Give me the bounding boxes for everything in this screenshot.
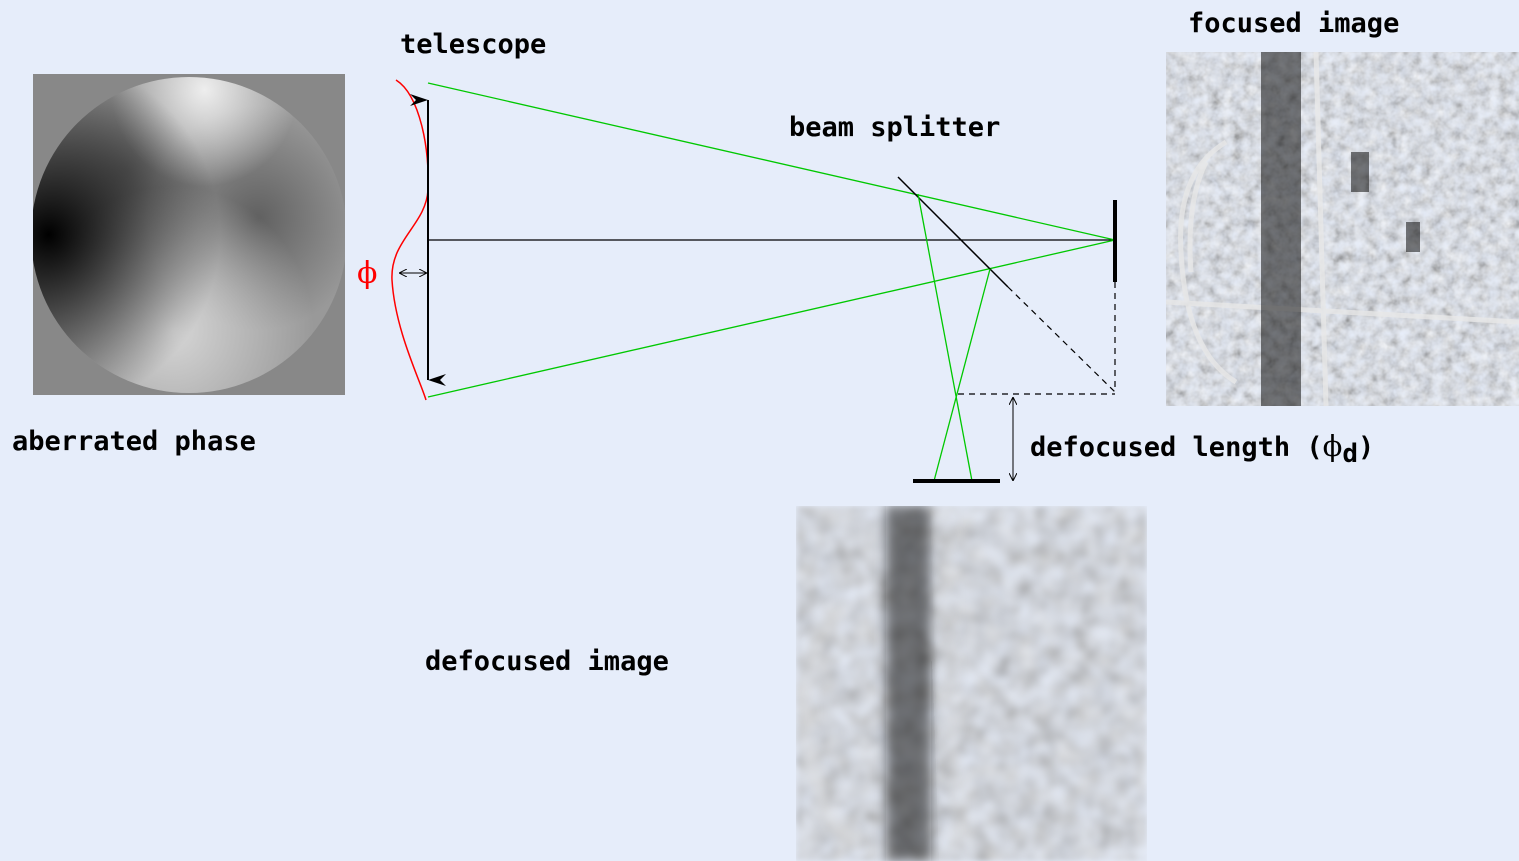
aberrated-phase-image bbox=[33, 74, 345, 395]
beam-splitter-label: beam splitter bbox=[789, 112, 1001, 143]
focused-image-label: focused image bbox=[1188, 8, 1400, 39]
defocus-subscript: d bbox=[1342, 439, 1359, 469]
defocus-phi-symbol: ϕ bbox=[1322, 429, 1343, 463]
defocused-image bbox=[796, 506, 1147, 861]
aberrated-phase-label: aberrated phase bbox=[12, 426, 256, 457]
beam-splitter bbox=[897, 176, 1009, 288]
telescope-label: telescope bbox=[400, 29, 547, 60]
ray-bottom bbox=[427, 239, 1116, 398]
reflected-ray-right bbox=[933, 268, 991, 482]
beam-splitter-extension bbox=[1007, 286, 1116, 393]
phase-phi-symbol: ϕ bbox=[357, 256, 378, 291]
wavefront-curve bbox=[391, 79, 429, 401]
focused-image bbox=[1166, 52, 1519, 406]
defocused-length-label: defocused length (ϕd) bbox=[1030, 429, 1375, 469]
reflected-ray-left bbox=[917, 193, 973, 482]
ray-top bbox=[427, 82, 1116, 241]
defocused-image-label: defocused image bbox=[425, 646, 669, 677]
